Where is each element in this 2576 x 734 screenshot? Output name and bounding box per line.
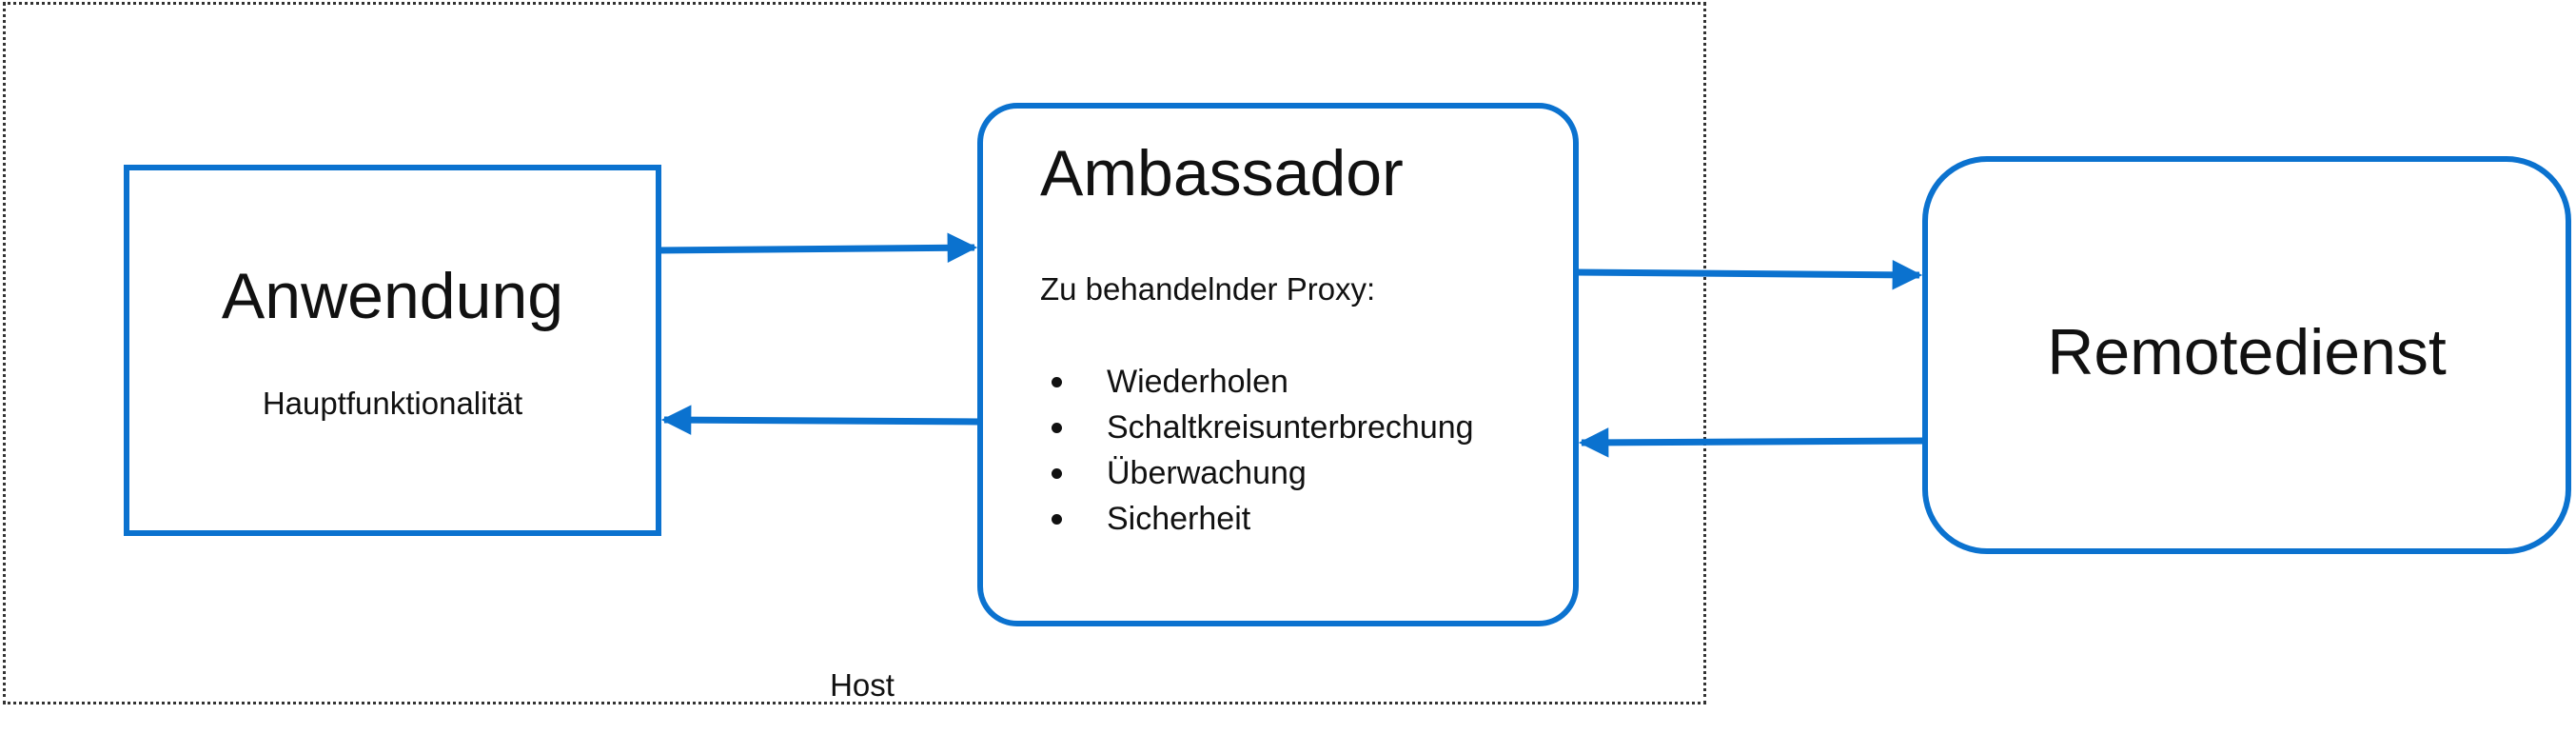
list-item-label: Schaltkreisunterbrechung bbox=[1107, 409, 1474, 446]
arrow-ambassador-to-app bbox=[660, 405, 981, 435]
arrow-ambassador-to-remote bbox=[1573, 260, 1923, 290]
application-box: Anwendung Hauptfunktionalität bbox=[124, 165, 661, 536]
ambassador-subtitle: Zu behandelnder Proxy: bbox=[1040, 271, 1376, 307]
list-item: Überwachung bbox=[1040, 450, 1474, 496]
list-item: Wiederholen bbox=[1040, 359, 1474, 405]
application-title: Anwendung bbox=[221, 260, 564, 332]
list-item: Schaltkreisunterbrechung bbox=[1040, 405, 1474, 450]
list-item: Sicherheit bbox=[1040, 496, 1474, 542]
list-item-label: Wiederholen bbox=[1107, 364, 1288, 400]
arrow-remote-to-ambassador bbox=[1578, 427, 1926, 458]
bullet-icon bbox=[1052, 377, 1062, 387]
ambassador-title: Ambassador bbox=[1040, 137, 1404, 209]
list-item-label: Überwachung bbox=[1107, 455, 1307, 491]
bullet-icon bbox=[1052, 514, 1062, 525]
list-item-label: Sicherheit bbox=[1107, 501, 1251, 537]
ambassador-feature-list: Wiederholen Schaltkreisunterbrechung Übe… bbox=[1040, 359, 1474, 542]
bullet-icon bbox=[1052, 423, 1062, 433]
ambassador-box: Ambassador Zu behandelnder Proxy: Wieder… bbox=[977, 103, 1579, 626]
application-subtitle: Hauptfunktionalität bbox=[262, 386, 523, 421]
remote-service-title: Remotedienst bbox=[2047, 316, 2447, 388]
bullet-icon bbox=[1052, 468, 1062, 479]
host-boundary bbox=[3, 2, 1706, 704]
remote-service-box: Remotedienst bbox=[1922, 156, 2571, 554]
arrow-app-to-ambassador bbox=[656, 232, 978, 264]
host-label: Host bbox=[830, 667, 895, 703]
